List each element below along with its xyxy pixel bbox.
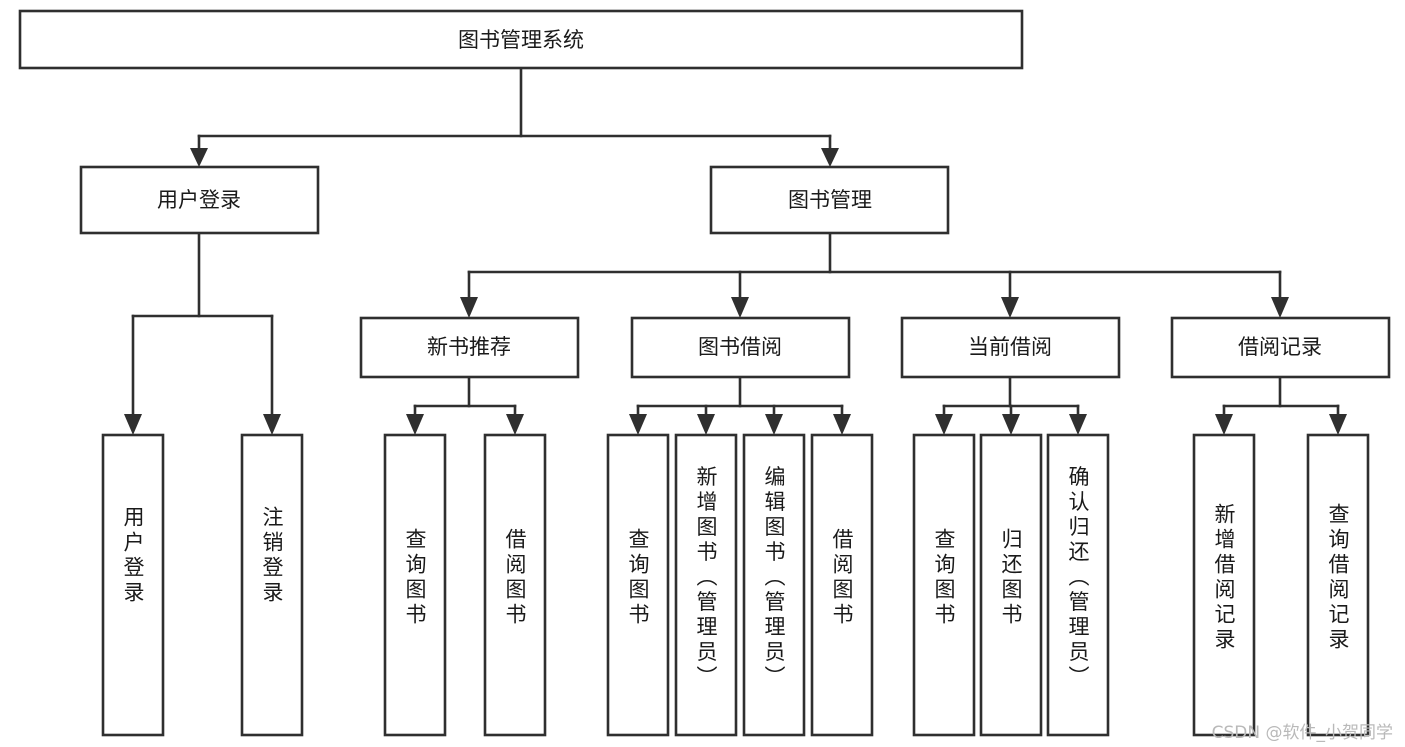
leaf-node-br-add-record-box[interactable]: [1192, 433, 1256, 737]
arrow-head-borrow-record: [1271, 297, 1289, 318]
leaf-node-user-login-label: 用户登录: [121, 506, 145, 606]
leaf-node-cb-query-book-box[interactable]: [912, 433, 976, 737]
leaf-node-logout[interactable]: 注销登录: [240, 433, 304, 737]
node-borrow-record-label: 借阅记录: [1238, 335, 1322, 359]
node-user-login-box[interactable]: [79, 165, 320, 235]
leaf-node-bb-query-book-label: 查询图书: [626, 528, 650, 628]
arrow-head-nb-leaf-1: [406, 414, 424, 435]
node-new-book-recommend[interactable]: 新书推荐: [359, 316, 580, 379]
arrow-head-bb-leaf-1: [629, 414, 647, 435]
arrow-head-cb-leaf-1: [935, 414, 953, 435]
leaf-node-cb-confirm-return-box[interactable]: [1046, 433, 1110, 737]
arrow-head-bb-leaf-4: [833, 414, 851, 435]
node-current-borrow-label: 当前借阅: [968, 335, 1052, 359]
leaf-node-bb-borrow-book-box[interactable]: [810, 433, 874, 737]
arrow-head-bb-leaf-3: [765, 414, 783, 435]
arrow-head-book-manage: [821, 148, 839, 167]
leaf-node-user-login-box[interactable]: [101, 433, 165, 737]
node-root-system-label: 图书管理系统: [458, 28, 584, 52]
leaf-node-cb-query-book[interactable]: 查询图书: [912, 433, 976, 737]
node-root-system-box[interactable]: [18, 9, 1024, 70]
arrow-head-nb-leaf-2: [506, 414, 524, 435]
leaf-node-nb-query-book-label: 查询图书: [403, 528, 427, 628]
leaf-node-cb-return-book-label: 归还图书: [999, 528, 1023, 628]
node-user-login-label: 用户登录: [157, 188, 241, 212]
connectors-new-book-to-leaves: [406, 375, 524, 435]
leaf-node-nb-borrow-book-label: 借阅图书: [503, 528, 527, 628]
connectors-book-manage-to-level2: [460, 231, 1289, 318]
leaf-node-user-login[interactable]: 用户登录: [101, 433, 165, 737]
connectors-borrow-record-to-leaves: [1215, 375, 1347, 435]
arrow-head-leaf-logout: [263, 414, 281, 435]
leaf-node-nb-query-book[interactable]: 查询图书: [383, 433, 447, 737]
arrow-head-br-leaf-1: [1215, 414, 1233, 435]
leaf-node-bb-query-book-box[interactable]: [606, 433, 670, 737]
arrow-head-cb-leaf-3: [1069, 414, 1087, 435]
node-root-system[interactable]: 图书管理系统: [18, 9, 1024, 70]
leaf-node-nb-query-book-box[interactable]: [383, 433, 447, 737]
connectors-user-login-to-leaves: [124, 231, 281, 435]
leaf-node-cb-return-book-box[interactable]: [979, 433, 1043, 737]
node-current-borrow-box[interactable]: [900, 316, 1121, 379]
node-new-book-recommend-label: 新书推荐: [427, 335, 511, 359]
leaf-node-bb-add-book-label: 新增图书（管理员）: [694, 466, 718, 691]
arrow-head-br-leaf-2: [1329, 414, 1347, 435]
leaf-node-bb-edit-book[interactable]: 编辑图书（管理员）: [742, 433, 806, 737]
connectors-root-to-level1: [190, 66, 839, 167]
leaf-node-bb-borrow-book-label: 借阅图书: [830, 528, 854, 628]
node-new-book-recommend-box[interactable]: [359, 316, 580, 379]
arrow-head-user-login: [190, 148, 208, 167]
leaf-node-bb-edit-book-label: 编辑图书（管理员）: [762, 466, 786, 691]
node-book-manage-label: 图书管理: [788, 188, 872, 212]
node-book-borrow-box[interactable]: [630, 316, 851, 379]
leaf-node-bb-query-book[interactable]: 查询图书: [606, 433, 670, 737]
node-book-manage-box[interactable]: [709, 165, 950, 235]
leaf-node-br-query-record-box[interactable]: [1306, 433, 1370, 737]
leaf-node-cb-confirm-return[interactable]: 确认归还（管理员）: [1046, 433, 1110, 737]
node-book-borrow[interactable]: 图书借阅: [630, 316, 851, 379]
leaf-node-logout-box[interactable]: [240, 433, 304, 737]
connectors-current-borrow-to-leaves: [935, 375, 1087, 435]
leaf-node-br-add-record-label: 新增借阅记录: [1212, 503, 1236, 653]
arrow-head-bb-leaf-2: [697, 414, 715, 435]
node-book-manage[interactable]: 图书管理: [709, 165, 950, 235]
leaf-node-bb-edit-book-box[interactable]: [742, 433, 806, 737]
arrow-head-cb-leaf-2: [1002, 414, 1020, 435]
node-user-login[interactable]: 用户登录: [79, 165, 320, 235]
leaf-node-bb-borrow-book[interactable]: 借阅图书: [810, 433, 874, 737]
arrow-head-leaf-user-login: [124, 414, 142, 435]
leaf-node-logout-label: 注销登录: [260, 506, 284, 606]
leaf-node-br-query-record-label: 查询借阅记录: [1326, 503, 1350, 653]
node-borrow-record[interactable]: 借阅记录: [1170, 316, 1391, 379]
leaf-node-cb-confirm-return-label: 确认归还（管理员）: [1066, 466, 1090, 691]
arrow-head-new-book: [460, 297, 478, 318]
node-borrow-record-box[interactable]: [1170, 316, 1391, 379]
node-book-borrow-label: 图书借阅: [698, 335, 782, 359]
leaf-node-br-query-record[interactable]: 查询借阅记录: [1306, 433, 1370, 737]
arrow-head-current-borrow: [1001, 297, 1019, 318]
leaf-node-nb-borrow-book[interactable]: 借阅图书: [483, 433, 547, 737]
node-current-borrow[interactable]: 当前借阅: [900, 316, 1121, 379]
arrow-head-book-borrow: [731, 297, 749, 318]
leaf-node-br-add-record[interactable]: 新增借阅记录: [1192, 433, 1256, 737]
leaf-node-bb-add-book[interactable]: 新增图书（管理员）: [674, 433, 738, 737]
leaf-node-cb-query-book-label: 查询图书: [932, 528, 956, 628]
leaf-node-cb-return-book[interactable]: 归还图书: [979, 433, 1043, 737]
leaf-node-nb-borrow-book-box[interactable]: [483, 433, 547, 737]
leaf-node-bb-add-book-box[interactable]: [674, 433, 738, 737]
connectors-book-borrow-to-leaves: [629, 375, 851, 435]
